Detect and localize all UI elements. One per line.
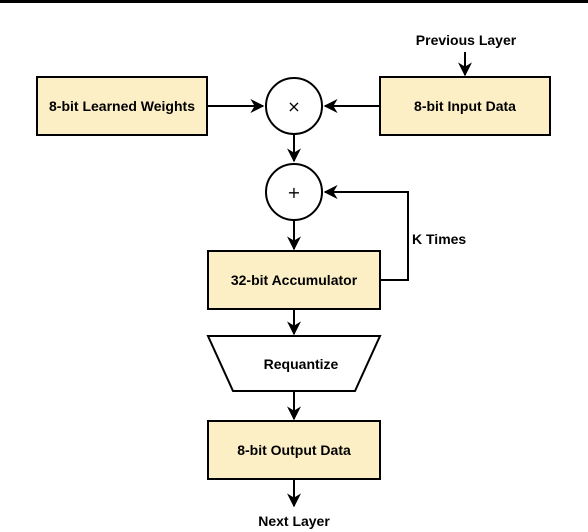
output-data-label: 8-bit Output Data xyxy=(237,442,351,458)
requantize-block xyxy=(206,335,382,392)
arrow-accumulator-feedback xyxy=(323,185,409,281)
previous-layer-label: Previous Layer xyxy=(416,32,517,48)
next-layer-label: Next Layer xyxy=(258,513,330,529)
input-data-box xyxy=(379,76,551,136)
requantize-label: Requantize xyxy=(264,356,339,372)
learned-weights-label: 8-bit Learned Weights xyxy=(49,98,195,114)
accumulator-box xyxy=(207,250,381,310)
accumulator-label: 32-bit Accumulator xyxy=(231,272,358,288)
add-symbol: + xyxy=(287,183,300,202)
top-border xyxy=(0,0,588,3)
input-data-label: 8-bit Input Data xyxy=(414,98,516,114)
learned-weights-box xyxy=(36,76,208,136)
multiply-symbol: × xyxy=(287,97,300,116)
k-times-label: K Times xyxy=(412,231,466,247)
